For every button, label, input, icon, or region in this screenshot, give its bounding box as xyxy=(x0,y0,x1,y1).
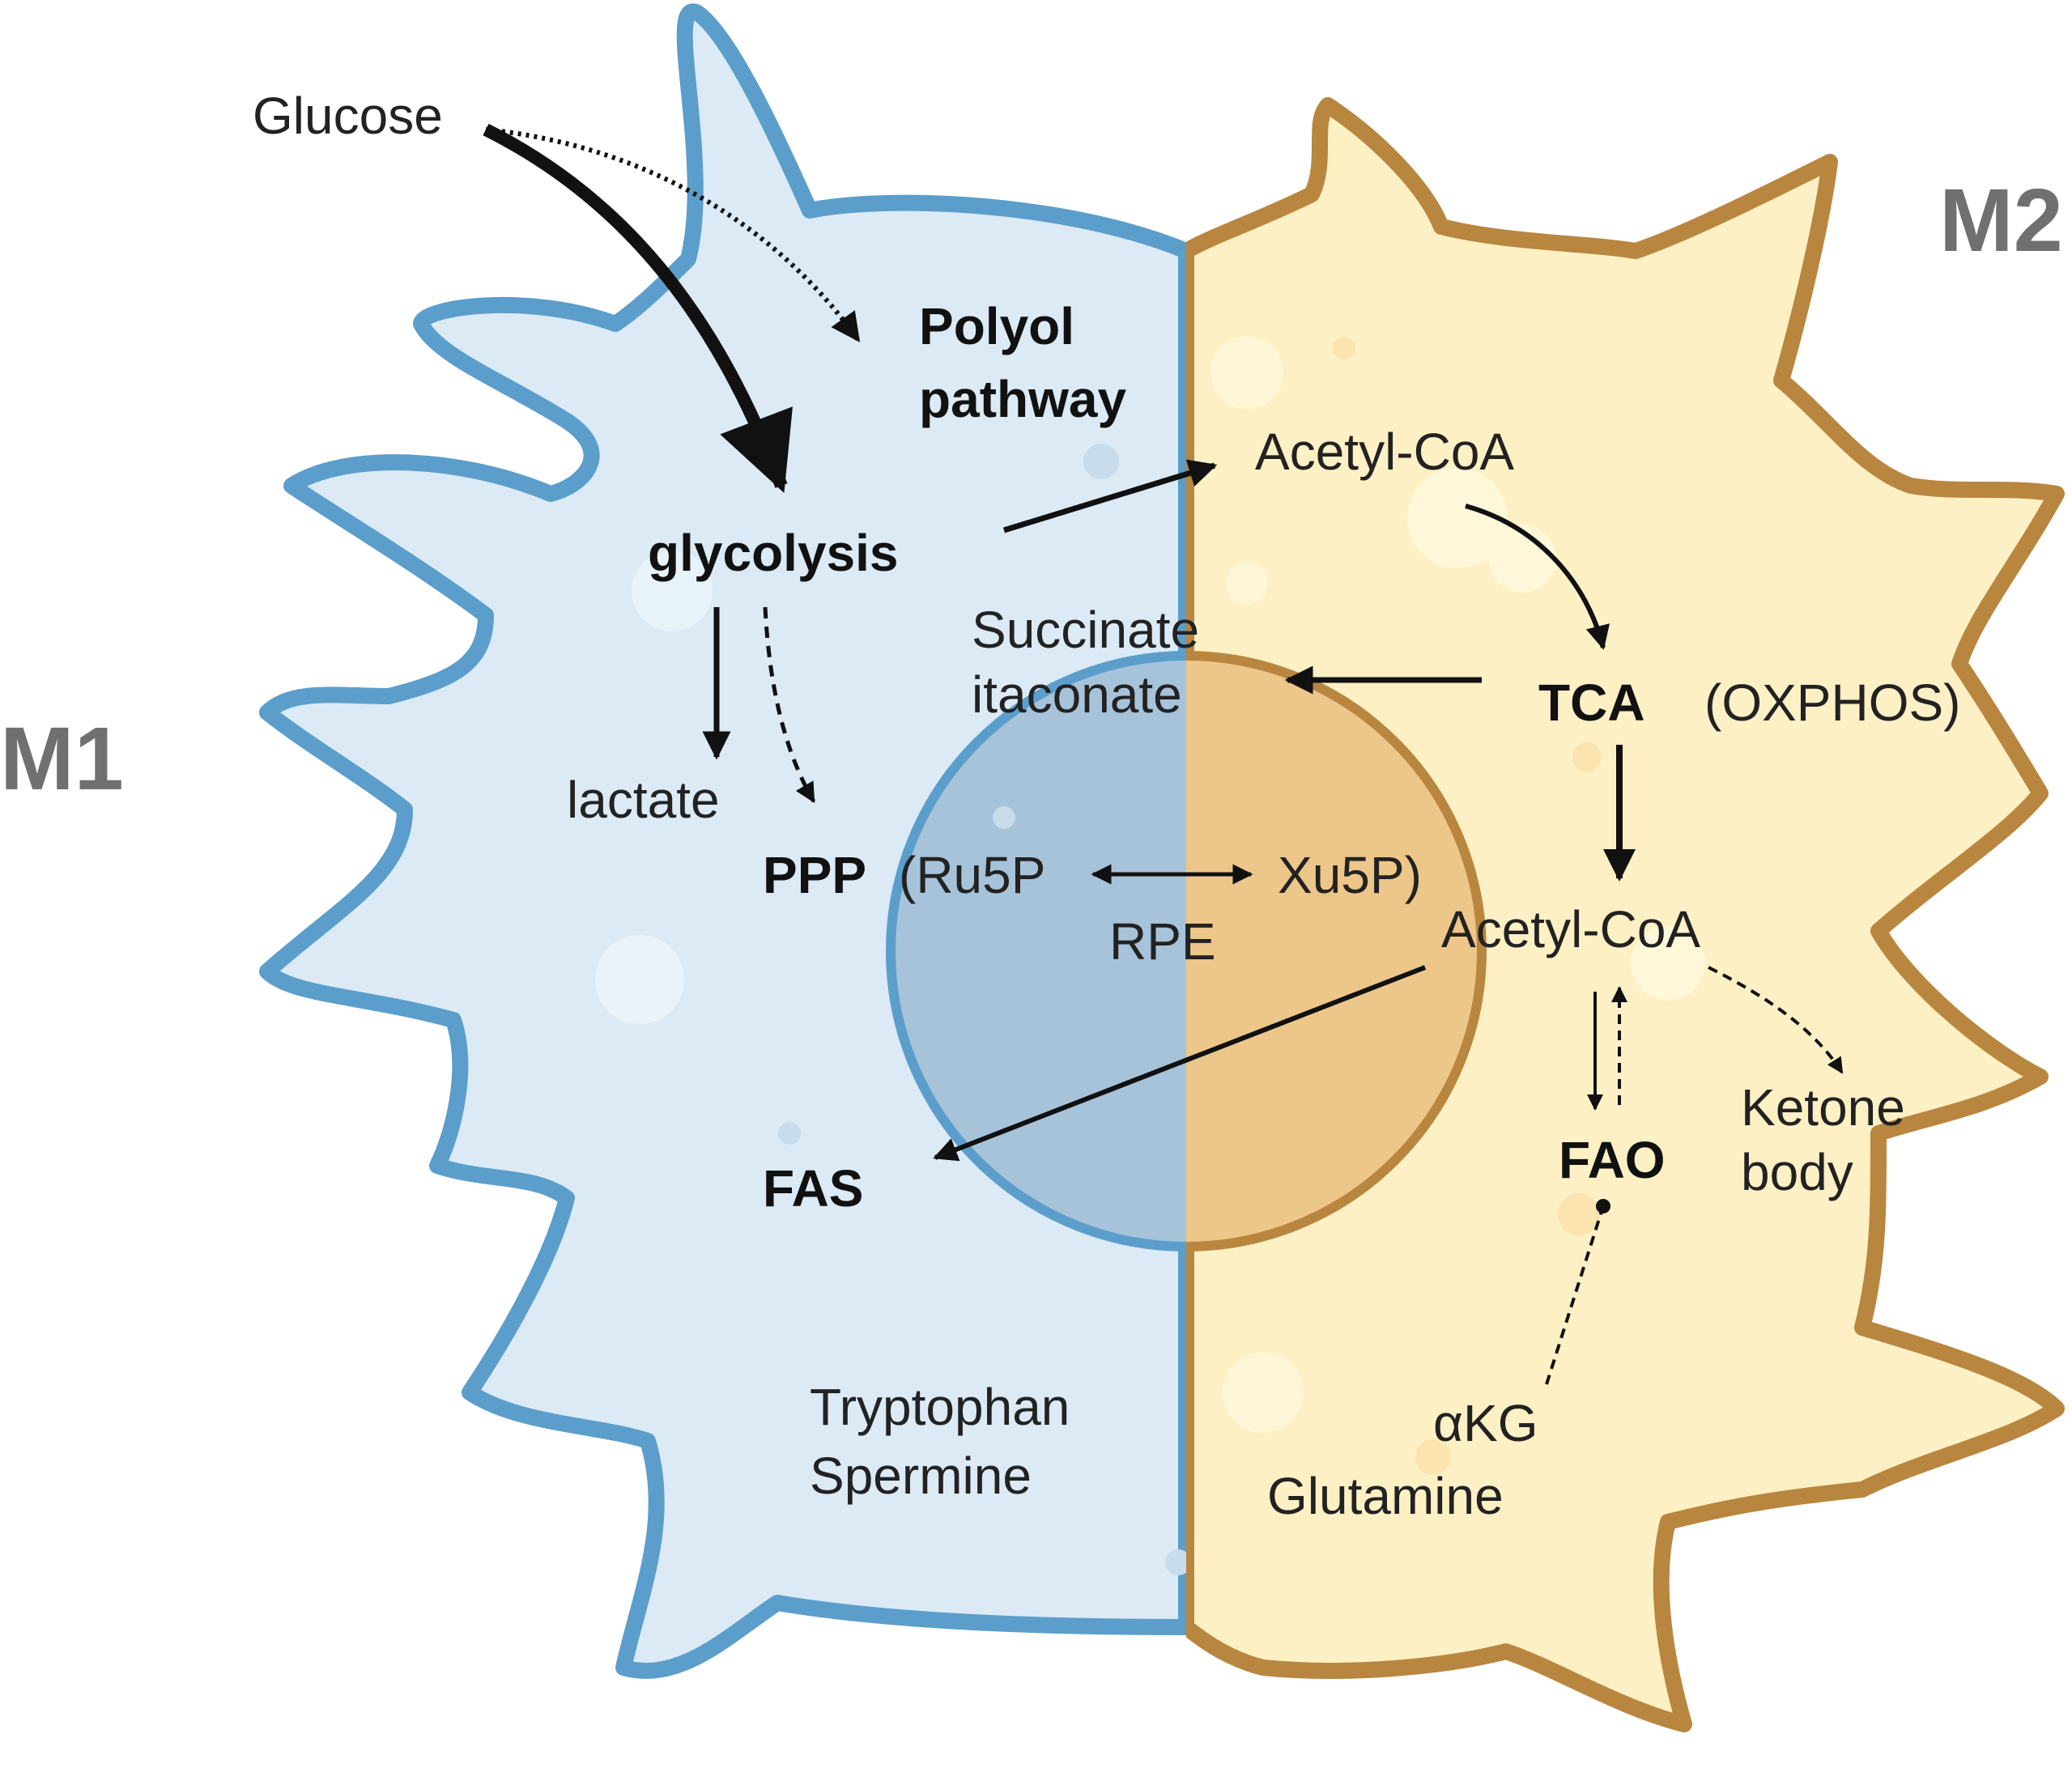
m1-vesicle xyxy=(993,806,1015,829)
m1-vesicle xyxy=(632,550,713,631)
labels: M1 M2 Glucose Polyol pathway glycolysis … xyxy=(0,87,2063,1525)
arrow-acetylcoa-ketone xyxy=(1708,966,1844,1074)
glycolysis-label: glycolysis xyxy=(648,524,899,582)
glucose-label: Glucose xyxy=(253,87,443,145)
ppp-label: PPP xyxy=(763,846,866,904)
acetyl-coa-mid-label: Acetyl-CoA xyxy=(1441,900,1700,958)
pathway-arrows xyxy=(483,123,1844,1385)
m2-vesicle xyxy=(1223,1352,1304,1433)
m1-nucleus xyxy=(886,651,1186,1252)
arrow-glycolysis-ppp xyxy=(763,606,816,804)
xu5p-label: Xu5P) xyxy=(1278,846,1422,904)
m2-nucleus xyxy=(1186,651,1487,1252)
m1-cell xyxy=(259,3,1186,1679)
m2-vesicle xyxy=(1333,337,1355,359)
m2-vesicle xyxy=(1558,1193,1600,1235)
akg-label: αKG xyxy=(1433,1394,1538,1452)
m2-vesicle xyxy=(1631,926,1705,1001)
m2-vesicle xyxy=(1488,525,1556,593)
arrow-glycolysis-acetylcoa xyxy=(1002,459,1218,533)
oxphos-label: (OXPHOS) xyxy=(1704,674,1960,732)
m1-cell-membrane xyxy=(259,3,1186,1679)
arrow-acetylcoa-tca xyxy=(1465,504,1610,650)
tca-label: TCA xyxy=(1538,674,1645,732)
glutamine-label: Glutamine xyxy=(1267,1467,1504,1525)
m1-vesicle xyxy=(778,1122,801,1145)
m2-vesicle xyxy=(1407,468,1508,568)
ketone-label-line2: body xyxy=(1741,1143,1853,1201)
arrow-glutamine-fao-head xyxy=(1596,1199,1610,1213)
lactate-label: lactate xyxy=(567,771,720,829)
rpe-label: RPE xyxy=(1109,912,1216,971)
arrow-acetylcoa-fas xyxy=(933,965,1427,1162)
arrow-glucose-glycolysis xyxy=(483,123,793,493)
m2-vesicle xyxy=(1210,336,1283,409)
ketone-label-line1: Ketone xyxy=(1741,1078,1905,1137)
m2-cell-membrane xyxy=(1186,97,2065,1732)
fas-label: FAS xyxy=(763,1159,863,1218)
acetyl-coa-top-label: Acetyl-CoA xyxy=(1255,423,1514,481)
polyol-label-line1: Polyol xyxy=(919,297,1074,355)
fao-label: FAO xyxy=(1559,1131,1666,1189)
itaconate-label: itaconate xyxy=(972,665,1182,724)
m2-vesicle xyxy=(1572,742,1602,771)
m1-label: M1 xyxy=(0,709,124,809)
m1-vesicle xyxy=(1165,1549,1186,1575)
m1-vesicle xyxy=(595,935,684,1024)
polyol-label-line2: pathway xyxy=(919,370,1126,428)
m2-label: M2 xyxy=(1939,171,2063,270)
m1-vesicle xyxy=(1083,444,1119,479)
tryptophan-label: Tryptophan xyxy=(810,1378,1070,1436)
succinate-label: Succinate xyxy=(972,601,1199,659)
spermine-label: Spermine xyxy=(810,1447,1032,1505)
arrow-glucose-polyol xyxy=(485,127,861,342)
m2-cell xyxy=(1186,97,2065,1732)
m2-vesicle xyxy=(1415,1439,1451,1475)
ru5p-label: (Ru5P xyxy=(899,846,1045,904)
m2-vesicle xyxy=(1226,562,1268,604)
